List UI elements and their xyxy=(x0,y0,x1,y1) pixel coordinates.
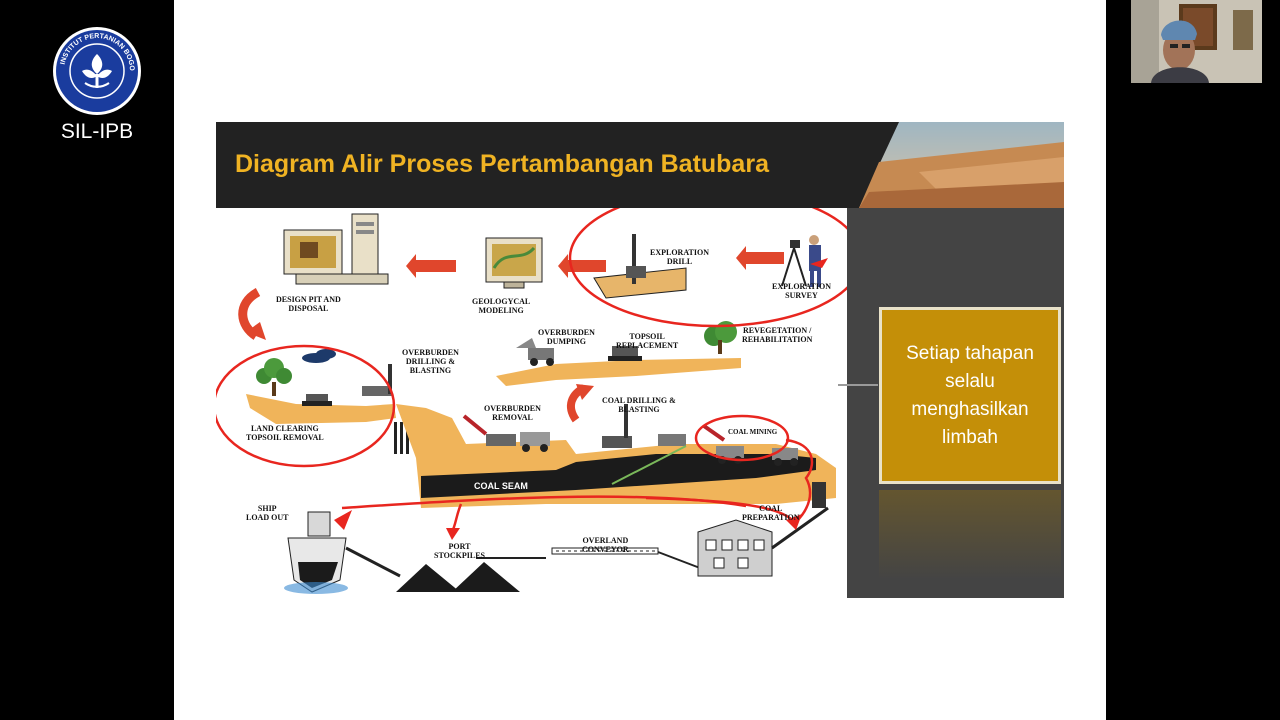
callout-text: Setiap tahapan selalu menghasilkan limba… xyxy=(906,342,1034,448)
surveyor-icon xyxy=(781,235,821,287)
mining-process-diagram: COAL SEAM xyxy=(216,208,847,598)
callout-connector xyxy=(838,384,878,386)
cloud-icon xyxy=(302,349,336,363)
drill-rig-icon xyxy=(593,234,687,299)
ship-icon xyxy=(284,511,348,594)
dozer-icon xyxy=(302,394,332,406)
ipb-logo: INSTITUT PERTANIAN BOGOR xyxy=(49,21,142,116)
monitor-icon xyxy=(485,237,543,289)
stockpile-icon xyxy=(396,562,520,592)
coal-seam-label: COAL SEAM xyxy=(474,481,528,491)
conveyor-icon xyxy=(551,547,659,555)
label-coal-drilling: COAL DRILLING &BLASTING xyxy=(602,396,676,414)
callout-reflection xyxy=(879,490,1061,580)
waste-callout-box: Setiap tahapan selalu menghasilkan limba… xyxy=(879,307,1061,484)
coal-drill-icon xyxy=(602,404,686,448)
dozer-icon xyxy=(608,346,642,361)
excavator-icon xyxy=(462,414,550,452)
slide: Diagram Alir Proses Pertambangan Batubar… xyxy=(216,122,1064,598)
computer-icon xyxy=(283,213,389,285)
slide-header: Diagram Alir Proses Pertambangan Batubar… xyxy=(216,122,1064,208)
coal-mining-icon xyxy=(702,424,798,466)
tree-icon xyxy=(256,358,292,396)
dump-truck-icon xyxy=(516,338,554,366)
presenter-video xyxy=(1131,0,1262,83)
flow-arrows-top xyxy=(406,246,784,278)
logo-caption: SIL-IPB xyxy=(60,120,134,143)
slide-title: Diagram Alir Proses Pertambangan Batubar… xyxy=(235,150,769,178)
drill-icon xyxy=(362,364,392,396)
landscape-photo xyxy=(859,122,1064,208)
preparation-plant-icon xyxy=(697,519,773,577)
red-annotations xyxy=(216,208,847,533)
label-coal-mining: COAL MINING xyxy=(728,428,778,436)
label-revegetation: REVEGETATION /REHABILITATION xyxy=(742,326,813,344)
